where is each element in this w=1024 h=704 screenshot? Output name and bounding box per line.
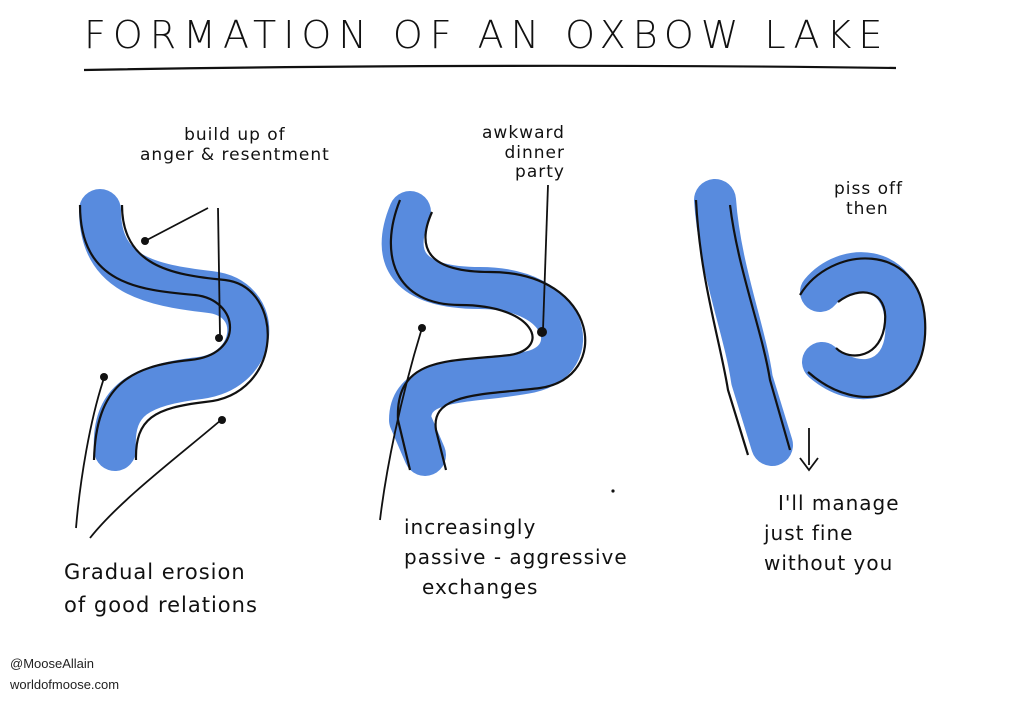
credit-site: worldofmoose.com (10, 677, 120, 692)
river-stage-3 (694, 179, 927, 472)
credit-handle: @MooseAllain (10, 656, 95, 671)
annotation-line: build up of (184, 125, 286, 145)
annotation-line: party (515, 162, 565, 183)
title-underline (83, 64, 897, 72)
annotation-line: increasingly (404, 515, 537, 539)
annotation-line: anger & resentment (140, 144, 330, 165)
annotation-anger-resentment: build up of anger & resentment (140, 125, 330, 165)
annotation-dinner-party: awkward dinner party (482, 123, 565, 183)
annotation-line: without you (764, 551, 894, 575)
annotation-line: just fine (764, 521, 854, 545)
annotation-line: exchanges (422, 575, 539, 599)
annotation-line: then (846, 198, 889, 219)
river-stage-1 (75, 189, 270, 539)
annotation-line: Gradual erosion (64, 560, 246, 584)
river-stage-2 (379, 184, 615, 521)
annotation-passive-aggressive: increasingly passive - aggressive exchan… (404, 512, 628, 602)
annotation-line: dinner (504, 142, 565, 163)
annotation-line: awkward (482, 123, 565, 143)
page-title: FORMATION OF AN OXBOW LAKE (84, 13, 890, 57)
annotation-line: piss off (834, 179, 904, 199)
annotation-piss-off: piss off then (834, 179, 904, 219)
annotation-manage-without-you: I'll manage just fine without you (764, 488, 900, 578)
annotation-gradual-erosion: Gradual erosion of good relations (64, 556, 258, 621)
annotation-line: passive - aggressive (404, 545, 628, 569)
annotation-line: of good relations (64, 592, 258, 617)
annotation-line: I'll manage (778, 491, 900, 515)
